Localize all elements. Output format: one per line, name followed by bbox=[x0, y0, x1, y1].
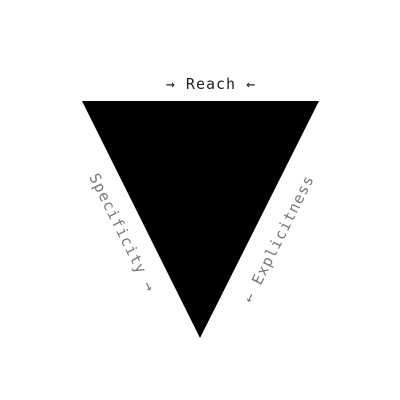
reach-label: → Reach ← bbox=[166, 75, 256, 93]
inverted-triangle bbox=[82, 101, 319, 338]
